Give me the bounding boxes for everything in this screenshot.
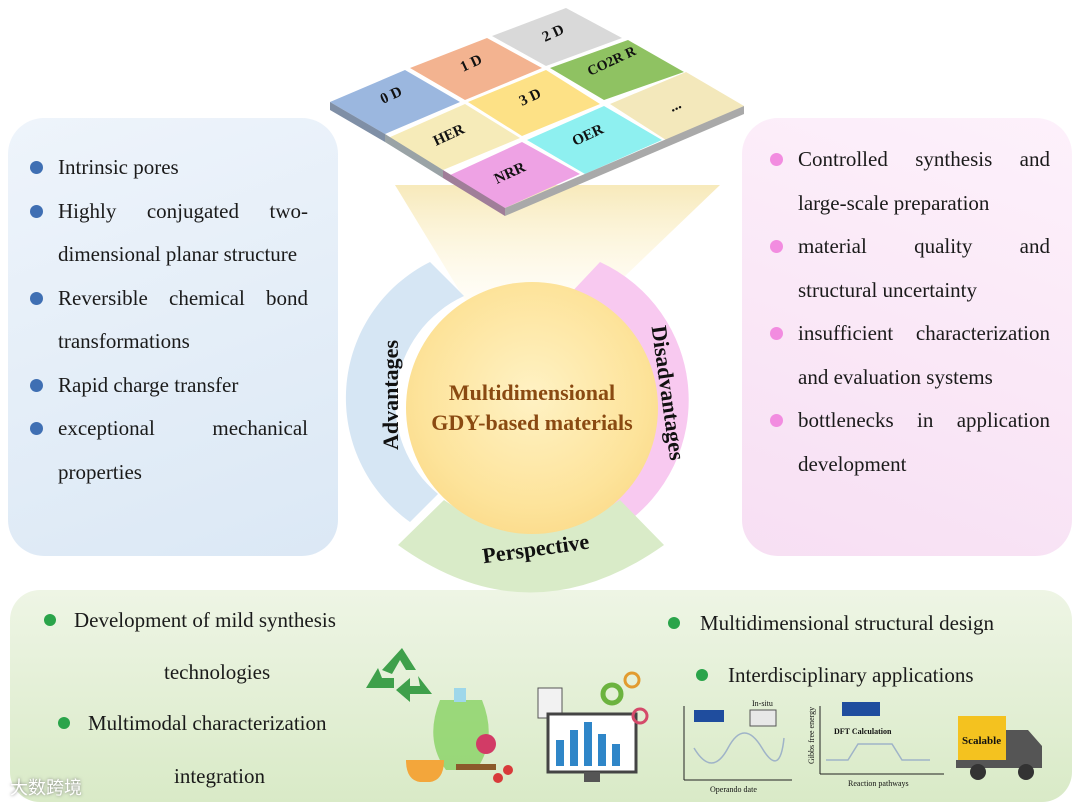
core-circle: Multidimensional GDY-based materials [406,282,658,534]
perspective-item-interdisciplinary: Interdisciplinary applications [728,663,974,687]
perspective-item-structural-design: Multidimensional structural design [700,611,994,635]
tile-oer [527,106,662,174]
tile-co2rr [550,40,684,100]
perspective-bullet [696,669,708,681]
perspective-bullet [58,717,70,729]
advantage-item: Rapid charge transfer [28,364,308,408]
tile-3d [468,70,600,136]
ring-label-advantages: Advantages [378,339,404,451]
ring-disadvantages-sector [568,262,689,526]
perspective-bullet [44,614,56,626]
perspective-bullet [668,617,680,629]
advantage-item: exceptional mechanical properties [28,407,308,494]
disadvantages-list: Controlled synthesis and large-scale pre… [768,138,1050,486]
advantages-list: Intrinsic pores Highly conjugated two-di… [28,146,308,494]
tile-her [388,104,520,170]
perspective-item-multimodal: Multimodal characterization [88,711,327,735]
advantage-item: Intrinsic pores [28,146,308,190]
tile-1d [410,38,542,100]
disadvantage-item: Controlled synthesis and large-scale pre… [768,138,1050,225]
ring-perspective-sector [398,500,664,593]
tile-nrr [448,142,580,208]
perspective-item-mild-synthesis-cont: technologies [164,660,271,684]
tile-2d [492,8,622,66]
advantage-item: Reversible chemical bond transformations [28,277,308,364]
disadvantage-item: bottlenecks in application development [768,399,1050,486]
advantage-item: Highly conjugated two-dimensional planar… [28,190,308,277]
ring-advantages-sector [345,262,464,522]
disadvantage-item: material quality and structural uncertai… [768,225,1050,312]
tile-more [610,72,744,140]
disadvantage-item: insufficient characterization and evalua… [768,312,1050,399]
disadvantages-panel [742,118,1072,556]
advantages-panel [8,118,338,556]
dimension-tile-grid: 0 D 1 D 2 D 3 D CO2R R HER OER NRR ... [330,8,744,216]
tile-0d [330,70,460,134]
core-title: Multidimensional GDY-based materials [431,380,633,435]
perspective-item-multimodal-cont: integration [174,764,265,788]
spotlight-beam [395,185,720,300]
watermark: 大数跨境 [10,778,82,799]
perspective-item-mild-synthesis: Development of mild synthesis [74,608,336,632]
